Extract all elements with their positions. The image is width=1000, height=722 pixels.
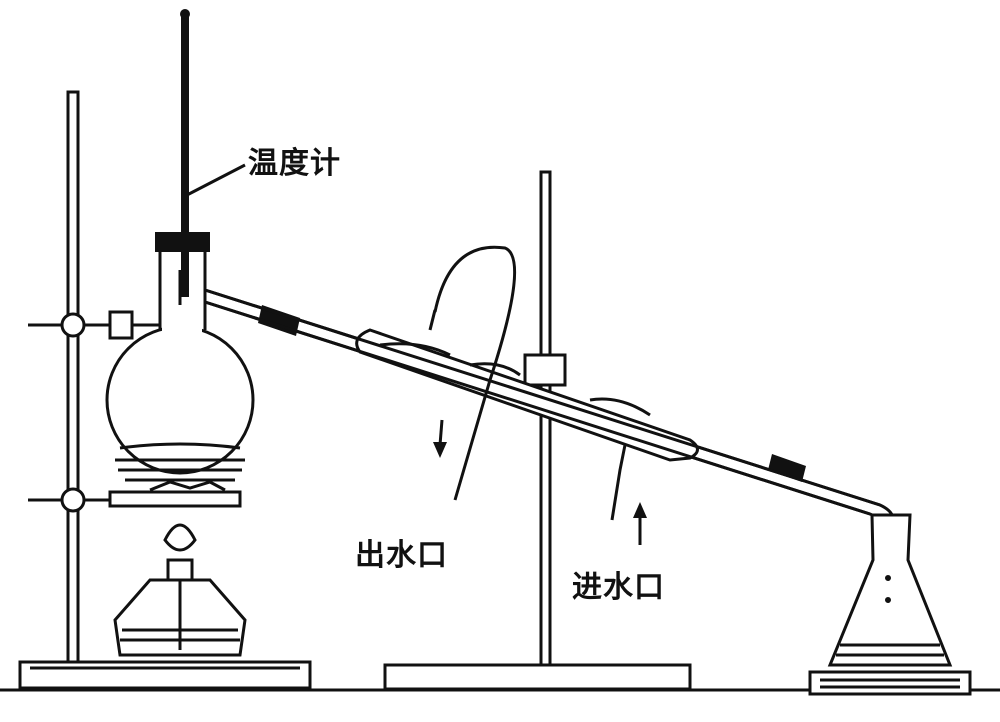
left-iron-stand	[18, 90, 312, 690]
water-inlet-label: 进水口	[572, 570, 665, 605]
condenser	[204, 245, 881, 521]
thermometer	[180, 9, 246, 297]
lower-clamp	[28, 487, 120, 513]
outflow-arrow	[433, 419, 447, 458]
upper-clamp	[28, 310, 160, 340]
erlenmeyer-flask	[808, 513, 972, 696]
alcohol-lamp	[113, 523, 247, 657]
water-outlet-label: 出水口	[355, 538, 448, 573]
distillation-flask	[105, 232, 255, 482]
thermometer-label: 温度计	[248, 146, 341, 181]
inflow-arrow	[633, 502, 647, 545]
wire-gauze-ring	[108, 480, 242, 508]
